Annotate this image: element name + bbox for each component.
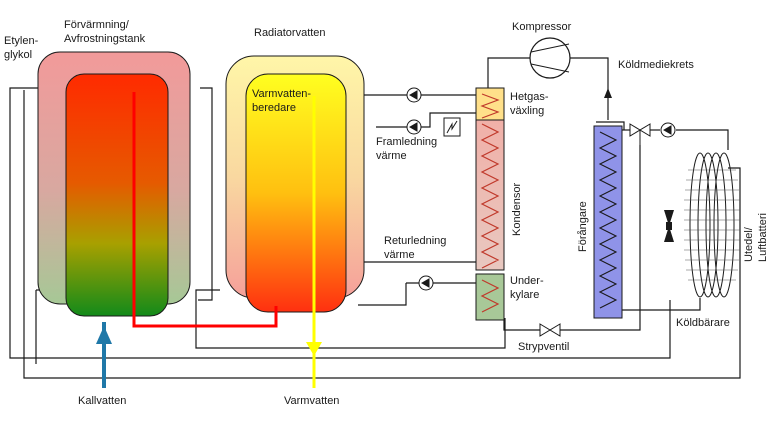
radiatorvatten-label: Radiatorvatten xyxy=(254,27,326,39)
pump-icon xyxy=(406,119,422,135)
koldmediekrets-label: Köldmediekrets xyxy=(618,59,694,71)
varmvatten-out-label: Varmvatten xyxy=(284,395,339,407)
kallvatten-label: Kallvatten xyxy=(78,395,126,407)
condenser-stack xyxy=(475,87,505,321)
tank2-inner-vessel xyxy=(245,73,347,313)
framledning-line2: värme xyxy=(376,150,407,162)
expansion-valve-icon xyxy=(539,323,561,337)
kompressor-label: Kompressor xyxy=(512,21,572,33)
hot-water-outlet-pipe xyxy=(306,96,322,388)
hetgas-line2: växling xyxy=(510,105,544,117)
glykol-label: glykol xyxy=(4,49,32,61)
underkylare-line1: Under- xyxy=(510,275,544,287)
returledning-line2: värme xyxy=(384,249,415,261)
condenser xyxy=(475,119,505,271)
varmvatten-line2: beredare xyxy=(252,102,296,114)
underkylare-line2: kylare xyxy=(510,289,539,301)
etylen-label: Etylen- xyxy=(4,35,39,47)
pump-icon xyxy=(660,122,676,138)
forangare-label: Förångare xyxy=(577,201,589,252)
pump-icon xyxy=(418,275,434,291)
compressor-icon xyxy=(529,37,571,79)
varmvatten-line1: Varmvatten- xyxy=(252,88,311,100)
koldbarare-label: Köldbärare xyxy=(676,317,730,329)
utedel-line1: Utedel/ xyxy=(743,226,755,262)
hot-transfer-pipe xyxy=(132,92,278,328)
refrigerant-flow-arrow xyxy=(604,88,612,98)
heat-exchanger-icon xyxy=(443,117,461,137)
air-coil-icon xyxy=(684,152,740,298)
subcooler xyxy=(475,273,505,321)
hetgas-line1: Hetgas- xyxy=(510,91,549,103)
piping xyxy=(9,57,741,379)
fan-icon xyxy=(664,210,674,242)
kondensor-label: Kondensor xyxy=(511,182,523,236)
preheat-defrost-tank xyxy=(37,51,191,317)
cold-water-inlet-pipe xyxy=(96,322,112,388)
hot-water-tank xyxy=(225,55,365,313)
framledning-line1: Framledning xyxy=(376,136,437,148)
labels: Etylen- glykol Förvärmning/ Avfrostnings… xyxy=(4,19,768,407)
utedel-line2: Luftbatteri xyxy=(757,213,768,262)
tank1-inner-vessel xyxy=(65,73,169,317)
tank1-title-line2: Avfrostningstank xyxy=(64,33,146,45)
returledning-line1: Returledning xyxy=(384,235,446,247)
tank1-title-line1: Förvärmning/ xyxy=(64,19,130,31)
strypventil-label: Strypventil xyxy=(518,341,569,353)
pump-icon xyxy=(406,87,422,103)
evaporator xyxy=(593,125,623,319)
expansion-valve-icon xyxy=(629,123,651,146)
